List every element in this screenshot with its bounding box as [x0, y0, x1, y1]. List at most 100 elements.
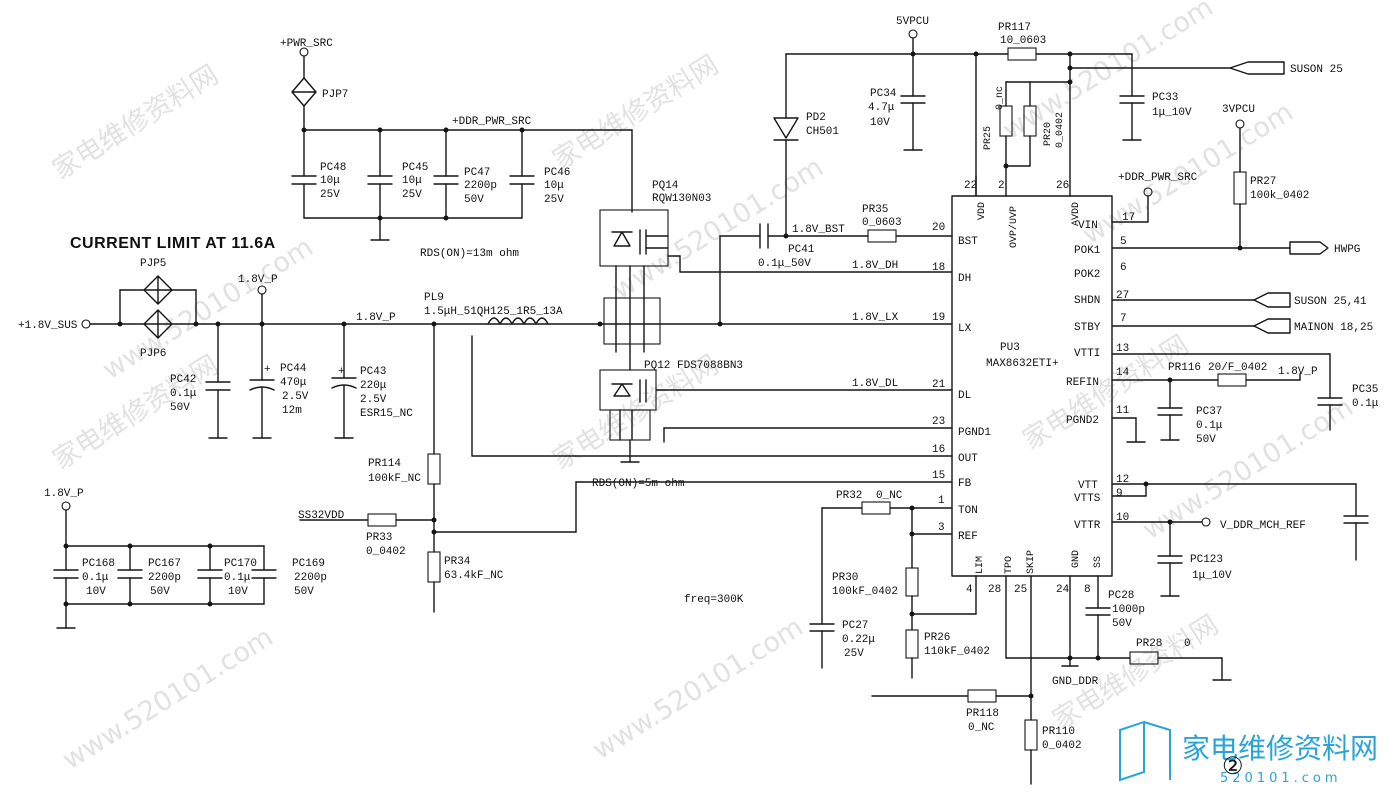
svg-text:PC27: PC27 — [842, 620, 868, 632]
svg-text:16: 16 — [932, 444, 945, 456]
svg-text:12: 12 — [1116, 474, 1129, 486]
ic-part-label: MAX8632ETI+ — [986, 358, 1059, 370]
svg-text:POK1: POK1 — [1074, 245, 1101, 257]
svg-text:PC45: PC45 — [402, 162, 428, 174]
svg-text:PC35: PC35 — [1352, 384, 1378, 396]
svg-text:LIM: LIM — [975, 556, 986, 574]
svg-text:OUT: OUT — [958, 453, 978, 465]
pc46-capacitor: PC46 10μ 25V — [509, 129, 570, 219]
svg-text:25V: 25V — [544, 194, 564, 206]
svg-text:BST: BST — [958, 236, 978, 248]
svg-text:2200p: 2200p — [294, 572, 327, 584]
svg-text:20: 20 — [932, 222, 945, 234]
pc169-capacitor: PC169 2200p 50V — [251, 545, 327, 605]
logo-url-text: 520101.com — [1220, 771, 1342, 786]
svg-text:20/F_0402: 20/F_0402 — [1208, 362, 1267, 374]
svg-text:10: 10 — [1116, 512, 1129, 524]
svg-text:SS: SS — [1093, 556, 1104, 568]
svg-text:PC48: PC48 — [320, 162, 346, 174]
svg-text:0.22μ: 0.22μ — [842, 634, 875, 646]
pc34-capacitor: PC34 4.7μ 10V — [868, 53, 926, 151]
svg-text:4.7μ: 4.7μ — [868, 102, 895, 114]
svg-text:PD2: PD2 — [806, 112, 826, 124]
pr20-resistor: PR20 0_0402 — [1003, 81, 1066, 169]
svg-text:7: 7 — [1120, 313, 1127, 325]
svg-text:63.4kF_NC: 63.4kF_NC — [444, 570, 504, 582]
1v8p-label-d: 1.8V_P — [1278, 366, 1318, 378]
svg-text:PC169: PC169 — [292, 558, 325, 570]
svg-text:50V: 50V — [1196, 434, 1216, 446]
svg-text:2200p: 2200p — [464, 180, 497, 192]
svg-text:100kF_0402: 100kF_0402 — [832, 586, 898, 598]
svg-text:24: 24 — [1056, 584, 1070, 596]
shdn-offpage-label: SUSON 25,41 — [1294, 296, 1367, 308]
1v8p-label-a: 1.8V_P — [238, 274, 278, 286]
pc168-capacitor: PC168 0.1μ 10V — [53, 545, 115, 605]
vttr-offpage-label: V_DDR_MCH_REF — [1220, 520, 1306, 532]
rds-low-label: RDS(ON)=5m ohm — [592, 478, 685, 490]
ss32vdd-label: SS32VDD — [298, 510, 345, 522]
pc41-value: 0.1μ_50V — [758, 258, 811, 270]
svg-text:27: 27 — [1116, 290, 1129, 302]
svg-text:5: 5 — [1120, 236, 1127, 248]
svg-text:50V: 50V — [170, 402, 190, 414]
svg-text:10_0603: 10_0603 — [1000, 35, 1046, 47]
svg-text:1μ_10V: 1μ_10V — [1192, 570, 1232, 582]
svg-text:0_NC: 0_NC — [968, 722, 995, 734]
pc167-capacitor: PC167 2200p 50V — [117, 545, 181, 605]
logo-cn-text: 家电维修资料网 — [1182, 732, 1378, 765]
lx-net-label: 1.8V_LX — [852, 312, 899, 324]
svg-text:STBY: STBY — [1074, 322, 1101, 334]
hwpg-offpage-label: HWPG — [1334, 244, 1360, 256]
svg-text:0_0402: 0_0402 — [1055, 112, 1066, 148]
pc48-capacitor: PC48 10μ 25V — [291, 129, 346, 219]
svg-text:PC168: PC168 — [82, 558, 115, 570]
svg-text:26: 26 — [1056, 180, 1069, 192]
left-pin-wiring: 1.8V_BST PR35 0_0603 PC41 0.1μ_50V 1.8V_… — [89, 204, 953, 569]
svg-text:VTTI: VTTI — [1074, 348, 1100, 360]
watermark-text: 家电维修资料网 — [547, 49, 724, 175]
svg-text:17: 17 — [1122, 212, 1135, 224]
svg-text:10μ: 10μ — [320, 175, 340, 187]
svg-text:PR30: PR30 — [832, 572, 858, 584]
pq12-mosfet: PQ12 FDS7088BN3 RDS(ON)=5m ohm — [592, 351, 743, 490]
svg-text:PGND1: PGND1 — [958, 427, 991, 439]
pc42-capacitor: PC42 0.1μ 50V — [170, 321, 231, 439]
pr35-value: 0_0603 — [862, 217, 902, 229]
svg-text:PC167: PC167 — [148, 558, 181, 570]
svg-text:VDD: VDD — [977, 202, 988, 220]
ddr-pwr-src-vin-label: +DDR_PWR_SRC — [1118, 172, 1198, 184]
pr32-label: PR32 — [836, 490, 862, 502]
svg-text:13: 13 — [1116, 343, 1129, 355]
svg-text:FB: FB — [958, 478, 972, 490]
svg-text:PC34: PC34 — [870, 88, 897, 100]
logo-emblem-icon — [1119, 720, 1145, 782]
svg-text:0.1μ: 0.1μ — [170, 388, 197, 400]
svg-text:PQ12 FDS7088BN3: PQ12 FDS7088BN3 — [644, 360, 743, 372]
watermark-url: www.520101.com — [587, 612, 808, 766]
svg-text:PR114: PR114 — [368, 458, 401, 470]
svg-text:PC33: PC33 — [1152, 92, 1178, 104]
svg-text:PR34: PR34 — [444, 556, 471, 568]
svg-text:14: 14 — [1116, 367, 1130, 379]
watermark-text: 家电维修资料网 — [1047, 609, 1224, 735]
svg-text:50V: 50V — [1112, 618, 1132, 630]
svg-text:100k_0402: 100k_0402 — [1250, 190, 1309, 202]
svg-text:DL: DL — [958, 390, 971, 402]
pwr-src-label: +PWR_SRC — [280, 38, 333, 50]
svg-text:SHDN: SHDN — [1074, 295, 1100, 307]
dh-net-label: 1.8V_DH — [852, 260, 898, 272]
svg-text:PR116: PR116 — [1168, 362, 1201, 374]
ic-ref-label: PU3 — [1000, 342, 1020, 354]
svg-text:12m: 12m — [282, 405, 302, 417]
svg-text:0_nc: 0_nc — [995, 86, 1006, 110]
svg-text:ESR15_NC: ESR15_NC — [360, 408, 413, 420]
svg-text:23: 23 — [932, 416, 945, 428]
svg-text:10μ: 10μ — [402, 175, 422, 187]
feedback-divider: PR114 100kF_NC SS32VDD PR33 0_0402 PR34 … — [298, 321, 577, 613]
dl-net-label: 1.8V_DL — [852, 378, 898, 390]
svg-text:PC37: PC37 — [1196, 406, 1222, 418]
svg-text:PR33: PR33 — [366, 532, 392, 544]
svg-text:TON: TON — [958, 505, 978, 517]
